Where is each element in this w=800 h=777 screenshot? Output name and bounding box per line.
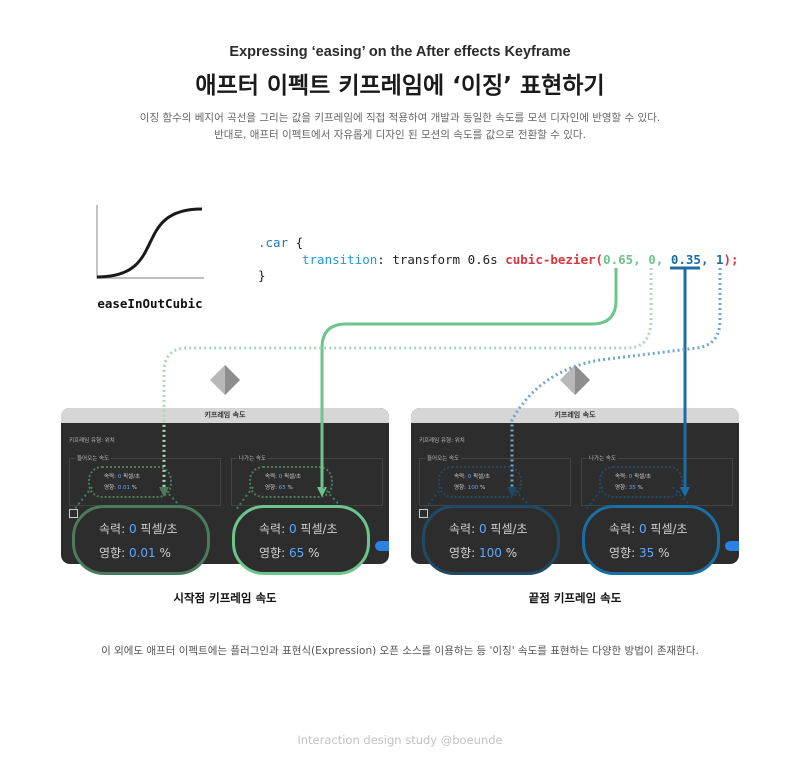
panel-header: 키프레임 속도 (411, 408, 739, 423)
page-title: 애프터 이펙트 키프레임에 ‘이징’ 표현하기 (195, 73, 605, 99)
mini-influence-label: 영향: (615, 485, 627, 491)
speed-value: 0 (128, 522, 137, 536)
subtitle-english: Expressing ‘easing’ on the After effects… (229, 44, 571, 60)
keyframe-type-label: 키프레임 유형: 위치 (419, 438, 465, 444)
ease-curve-graph (96, 205, 204, 279)
mini-influence-value: 35 (628, 485, 636, 491)
mini-speed-value: 0 (467, 474, 472, 480)
speed-unit: 픽셀/초 (300, 522, 338, 536)
speed-label: 속력: (609, 522, 636, 536)
end-outgoing-callout: 속력: 0 픽셀/초 영향: 35 % (582, 505, 720, 575)
percent-sign: % (658, 546, 670, 560)
credit: Interaction design study @boeunde (297, 733, 503, 747)
mini-influence-label: 영향: (265, 485, 277, 491)
end-in-mini-pill: 속력: 0 픽셀/초 영향: 100 % (438, 466, 522, 498)
code-line-3: } (258, 268, 266, 283)
mini-influence-label: 영향: (104, 485, 116, 491)
mini-speed-unit: 픽셀/초 (283, 474, 302, 480)
code-line-1: .car { (258, 235, 303, 250)
toggle-switch[interactable] (725, 541, 739, 551)
mini-influence-value: 100 (467, 485, 479, 491)
keyframe-diamond-icon (560, 365, 590, 395)
keyframe-type-label: 키프레임 유형: 위치 (69, 438, 115, 444)
speed-value: 0 (288, 522, 297, 536)
speed-value: 0 (478, 522, 487, 536)
code-function: cubic-bezier( (505, 252, 604, 267)
code-selector: .car (258, 235, 289, 250)
mini-speed-value: 0 (278, 474, 283, 480)
percent-sign: % (505, 546, 518, 560)
start-outgoing-callout: 속력: 0 픽셀/초 영향: 65 % (232, 505, 370, 575)
mini-speed-value: 0 (117, 474, 122, 480)
start-out-mini-pill: 속력: 0 픽셀/초 영향: 65 % (249, 466, 333, 498)
code-bezier-v1: 0.65 (603, 252, 634, 267)
description-line-1: 이징 함수의 베지어 곡선을 그리는 값을 키프레임에 직접 적용하여 개발과 … (139, 112, 661, 124)
code-open-brace: { (295, 235, 304, 250)
influence-value: 65 (288, 546, 305, 560)
panel-header: 키프레임 속도 (61, 408, 389, 423)
mini-speed-value: 0 (628, 474, 633, 480)
description-line-2: 반대로, 애프터 이펙트에서 자유롭게 디자인 된 모션의 속도를 값으로 전환… (214, 129, 586, 141)
mini-speed-unit: 픽셀/초 (122, 474, 141, 480)
checkbox[interactable] (69, 509, 78, 518)
influence-label: 영향: (259, 546, 286, 560)
code-bezier-v4: 1 (716, 252, 724, 267)
speed-unit: 픽셀/초 (650, 522, 688, 536)
mini-influence-value: 0.01 (117, 485, 130, 491)
influence-value: 0.01 (128, 546, 156, 560)
toggle-switch[interactable] (375, 541, 389, 551)
mini-influence-value: 65 (278, 485, 286, 491)
end-out-mini-pill: 속력: 0 픽셀/초 영향: 35 % (599, 466, 683, 498)
percent-sign: % (159, 546, 171, 560)
outgoing-label: 나가는 속도 (237, 454, 269, 462)
speed-label: 속력: (99, 522, 126, 536)
start-in-mini-pill: 속력: 0 픽셀/초 영향: 0.01 % (88, 466, 172, 498)
mini-speed-label: 속력: (104, 474, 116, 480)
checkbox[interactable] (419, 509, 428, 518)
mini-speed-unit: 픽셀/초 (472, 474, 491, 480)
speed-unit: 픽셀/초 (140, 522, 178, 536)
speed-unit: 픽셀/초 (490, 522, 528, 536)
start-incoming-callout: 속력: 0 픽셀/초 영향: 0.01 % (72, 505, 210, 575)
keyframe-diamond-icon (210, 365, 240, 395)
code-bezier-v2: 0 (648, 252, 656, 267)
curve-path (96, 207, 203, 279)
mini-speed-label: 속력: (265, 474, 277, 480)
speed-label: 속력: (259, 522, 286, 536)
mini-percent: % (287, 485, 293, 491)
mini-percent: % (637, 485, 643, 491)
mini-speed-label: 속력: (454, 474, 466, 480)
start-keyframe-caption: 시작점 키프레임 속도 (173, 591, 277, 605)
mini-influence-label: 영향: (454, 485, 466, 491)
incoming-label: 들어오는 속도 (75, 454, 112, 462)
code-close-paren: ); (723, 252, 739, 267)
mini-percent: % (479, 485, 486, 491)
code-colon: : (377, 252, 385, 267)
end-keyframe-caption: 끝점 키프레임 속도 (528, 591, 622, 605)
influence-label: 영향: (449, 546, 476, 560)
code-comma: , (655, 252, 664, 267)
end-incoming-callout: 속력: 0 픽셀/초 영향: 100 % (422, 505, 560, 575)
influence-value: 100 (478, 546, 502, 560)
code-bezier-v3: 0.35 (670, 252, 701, 267)
mini-speed-label: 속력: (615, 474, 627, 480)
incoming-label: 들어오는 속도 (425, 454, 462, 462)
influence-value: 35 (638, 546, 655, 560)
speed-label: 속력: (449, 522, 476, 536)
code-comma: , (633, 252, 641, 267)
mini-speed-unit: 픽셀/초 (633, 474, 652, 480)
footnote: 이 외에도 애프터 이펙트에는 플러그인과 표현식(Expression) 오픈… (101, 645, 699, 657)
code-value-prefix: transform 0.6s (392, 252, 498, 267)
code-property: transition (302, 252, 378, 267)
percent-sign: % (308, 546, 320, 560)
mini-percent: % (131, 485, 137, 491)
speed-value: 0 (638, 522, 647, 536)
influence-label: 영향: (609, 546, 636, 560)
outgoing-label: 나가는 속도 (587, 454, 619, 462)
code-comma: , (700, 252, 709, 267)
curve-label: easeInOutCubic (97, 296, 203, 311)
code-line-2: transition: transform 0.6s cubic-bezier(… (302, 252, 739, 267)
influence-label: 영향: (99, 546, 126, 560)
code-close-brace: } (258, 268, 266, 283)
